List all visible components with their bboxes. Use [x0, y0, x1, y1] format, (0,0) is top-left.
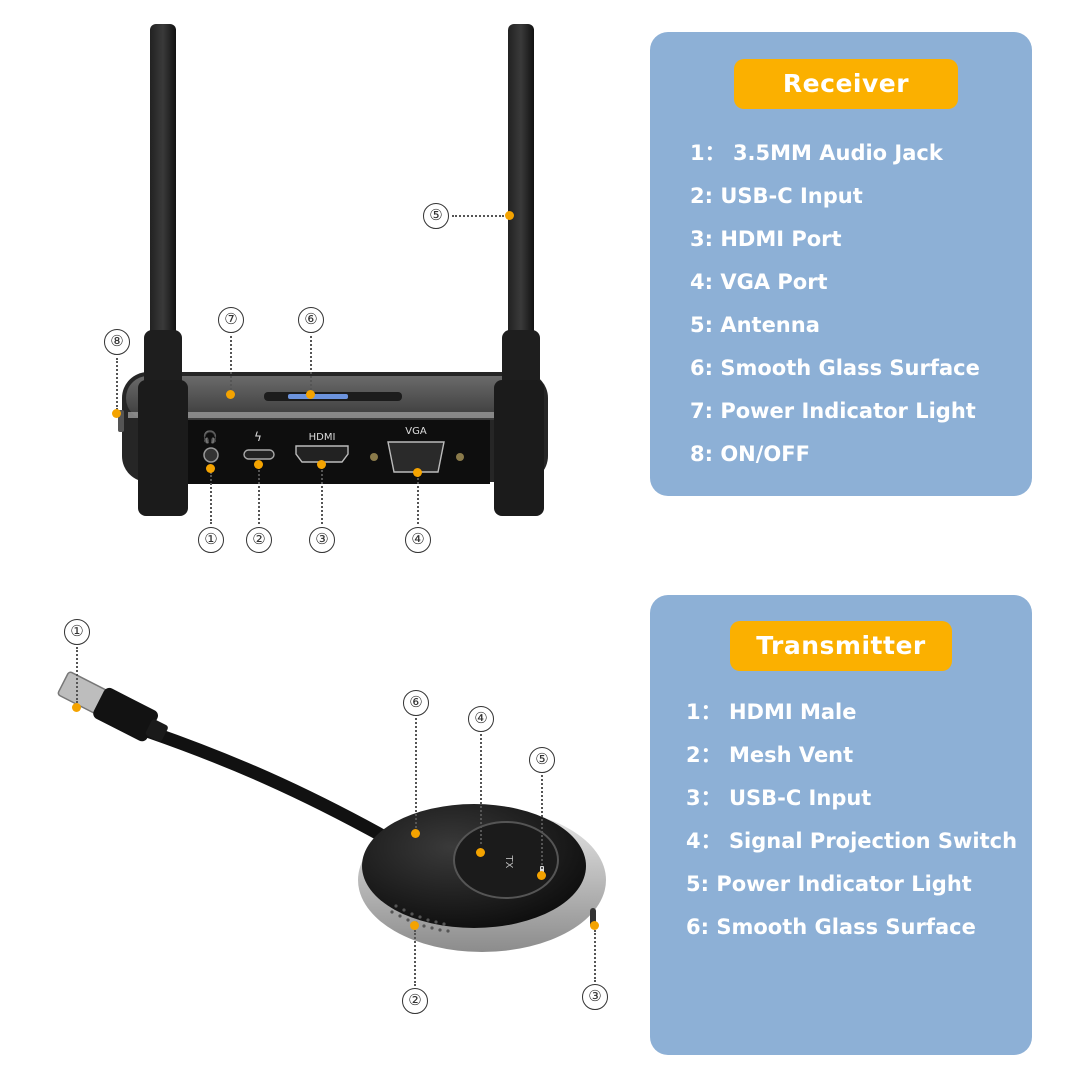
list-item: 6: Smooth Glass Surface	[690, 356, 980, 380]
svg-text:🎧: 🎧	[203, 430, 218, 444]
list-item: 6: Smooth Glass Surface	[686, 915, 976, 939]
transmitter-feature-list: 1： HDMI Male 2： Mesh Vent 3： USB-C Input…	[686, 691, 1017, 949]
transmitter-panel: Transmitter 1： HDMI Male 2： Mesh Vent 3：…	[650, 595, 1032, 1055]
list-item: 5: Antenna	[690, 313, 820, 337]
vga-port-label: VGA	[405, 426, 427, 437]
receiver-dot-2	[254, 460, 263, 469]
receiver-callout-4: ④	[405, 527, 431, 553]
receiver-callout-8: ⑧	[104, 329, 130, 355]
receiver-dot-8	[112, 409, 121, 418]
transmitter-dot-4	[476, 848, 485, 857]
list-item: 3: HDMI Port	[690, 227, 842, 251]
list-item: 4： Signal Projection Switch	[686, 829, 1018, 853]
receiver-dot-1	[206, 464, 215, 473]
transmitter-illustration: TX	[57, 671, 606, 952]
transmitter-dot-2	[410, 921, 419, 930]
tx-button-label: TX	[503, 855, 514, 869]
hdmi-cable	[143, 725, 397, 847]
receiver-feature-list: 1： 3.5MM Audio Jack 2: USB-C Input 3: HD…	[690, 132, 980, 476]
hdmi-plug	[57, 671, 168, 742]
list-item: 1： HDMI Male	[686, 700, 857, 724]
transmitter-dot-1	[72, 703, 81, 712]
list-item: 2: USB-C Input	[690, 184, 863, 208]
transmitter-callout-4: ④	[468, 706, 494, 732]
receiver-dot-7	[226, 390, 235, 399]
receiver-title: Receiver	[734, 59, 958, 109]
audio-jack: 🎧	[203, 430, 219, 463]
right-antenna	[494, 24, 544, 516]
list-item: 8: ON/OFF	[690, 442, 810, 466]
transmitter-callout-2: ②	[402, 988, 428, 1014]
receiver-dot-5	[505, 211, 514, 220]
list-item: 3： USB-C Input	[686, 786, 872, 810]
list-item: 4: VGA Port	[690, 270, 828, 294]
list-item: 1： 3.5MM Audio Jack	[690, 141, 943, 165]
list-item: 7: Power Indicator Light	[690, 399, 976, 423]
list-item: 2： Mesh Vent	[686, 743, 854, 767]
receiver-dot-4	[413, 468, 422, 477]
receiver-callout-5: ⑤	[423, 203, 449, 229]
receiver-callout-1: ①	[198, 527, 224, 553]
svg-text:ϟ: ϟ	[254, 430, 262, 444]
transmitter-callout-1: ①	[64, 619, 90, 645]
receiver-callout-7: ⑦	[218, 307, 244, 333]
transmitter-callout-5: ⑤	[529, 747, 555, 773]
transmitter-callout-3: ③	[582, 984, 608, 1010]
vga-port: VGA	[370, 426, 464, 473]
receiver-callout-3: ③	[309, 527, 335, 553]
usbc-port: ϟ	[243, 430, 275, 460]
left-antenna	[138, 24, 188, 516]
receiver-panel: Receiver 1： 3.5MM Audio Jack 2: USB-C In…	[650, 32, 1032, 496]
transmitter-dot-3	[590, 921, 599, 930]
transmitter-dot-5	[537, 871, 546, 880]
receiver-dot-3	[317, 460, 326, 469]
receiver-dot-6	[306, 390, 315, 399]
transmitter-callout-6: ⑥	[403, 690, 429, 716]
receiver-illustration: 🎧 ϟ HDMI VGA	[118, 24, 548, 516]
hdmi-port: HDMI	[295, 432, 349, 463]
transmitter-dot-6	[411, 829, 420, 838]
receiver-callout-6: ⑥	[298, 307, 324, 333]
list-item: 5: Power Indicator Light	[686, 872, 972, 896]
receiver-callout-2: ②	[246, 527, 272, 553]
hdmi-port-label: HDMI	[309, 432, 336, 443]
transmitter-title: Transmitter	[730, 621, 952, 671]
